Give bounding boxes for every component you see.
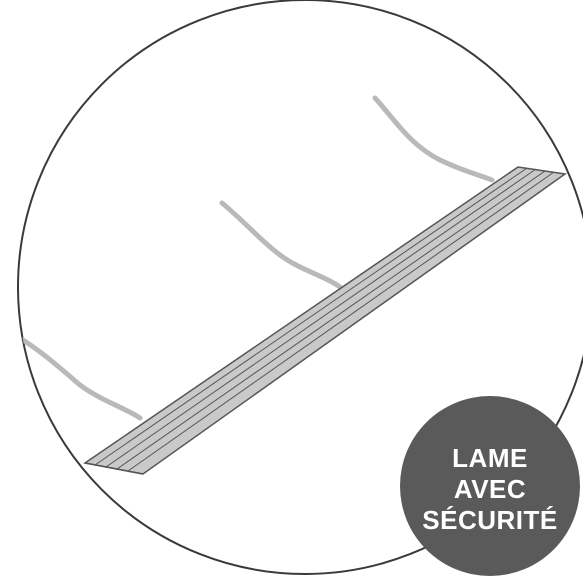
stroke-mark-1 (372, 95, 495, 183)
badge-label: LAME AVEC SÉCURITÉ (400, 443, 580, 536)
safety-badge (400, 396, 580, 576)
badge-line-3: SÉCURITÉ (422, 505, 558, 535)
stroke-mark-3 (18, 334, 143, 421)
blade (83, 166, 567, 475)
badge-line-2: AVEC (453, 474, 527, 504)
badge-line-1: LAME (452, 443, 528, 473)
stroke-mark-2 (219, 200, 343, 290)
